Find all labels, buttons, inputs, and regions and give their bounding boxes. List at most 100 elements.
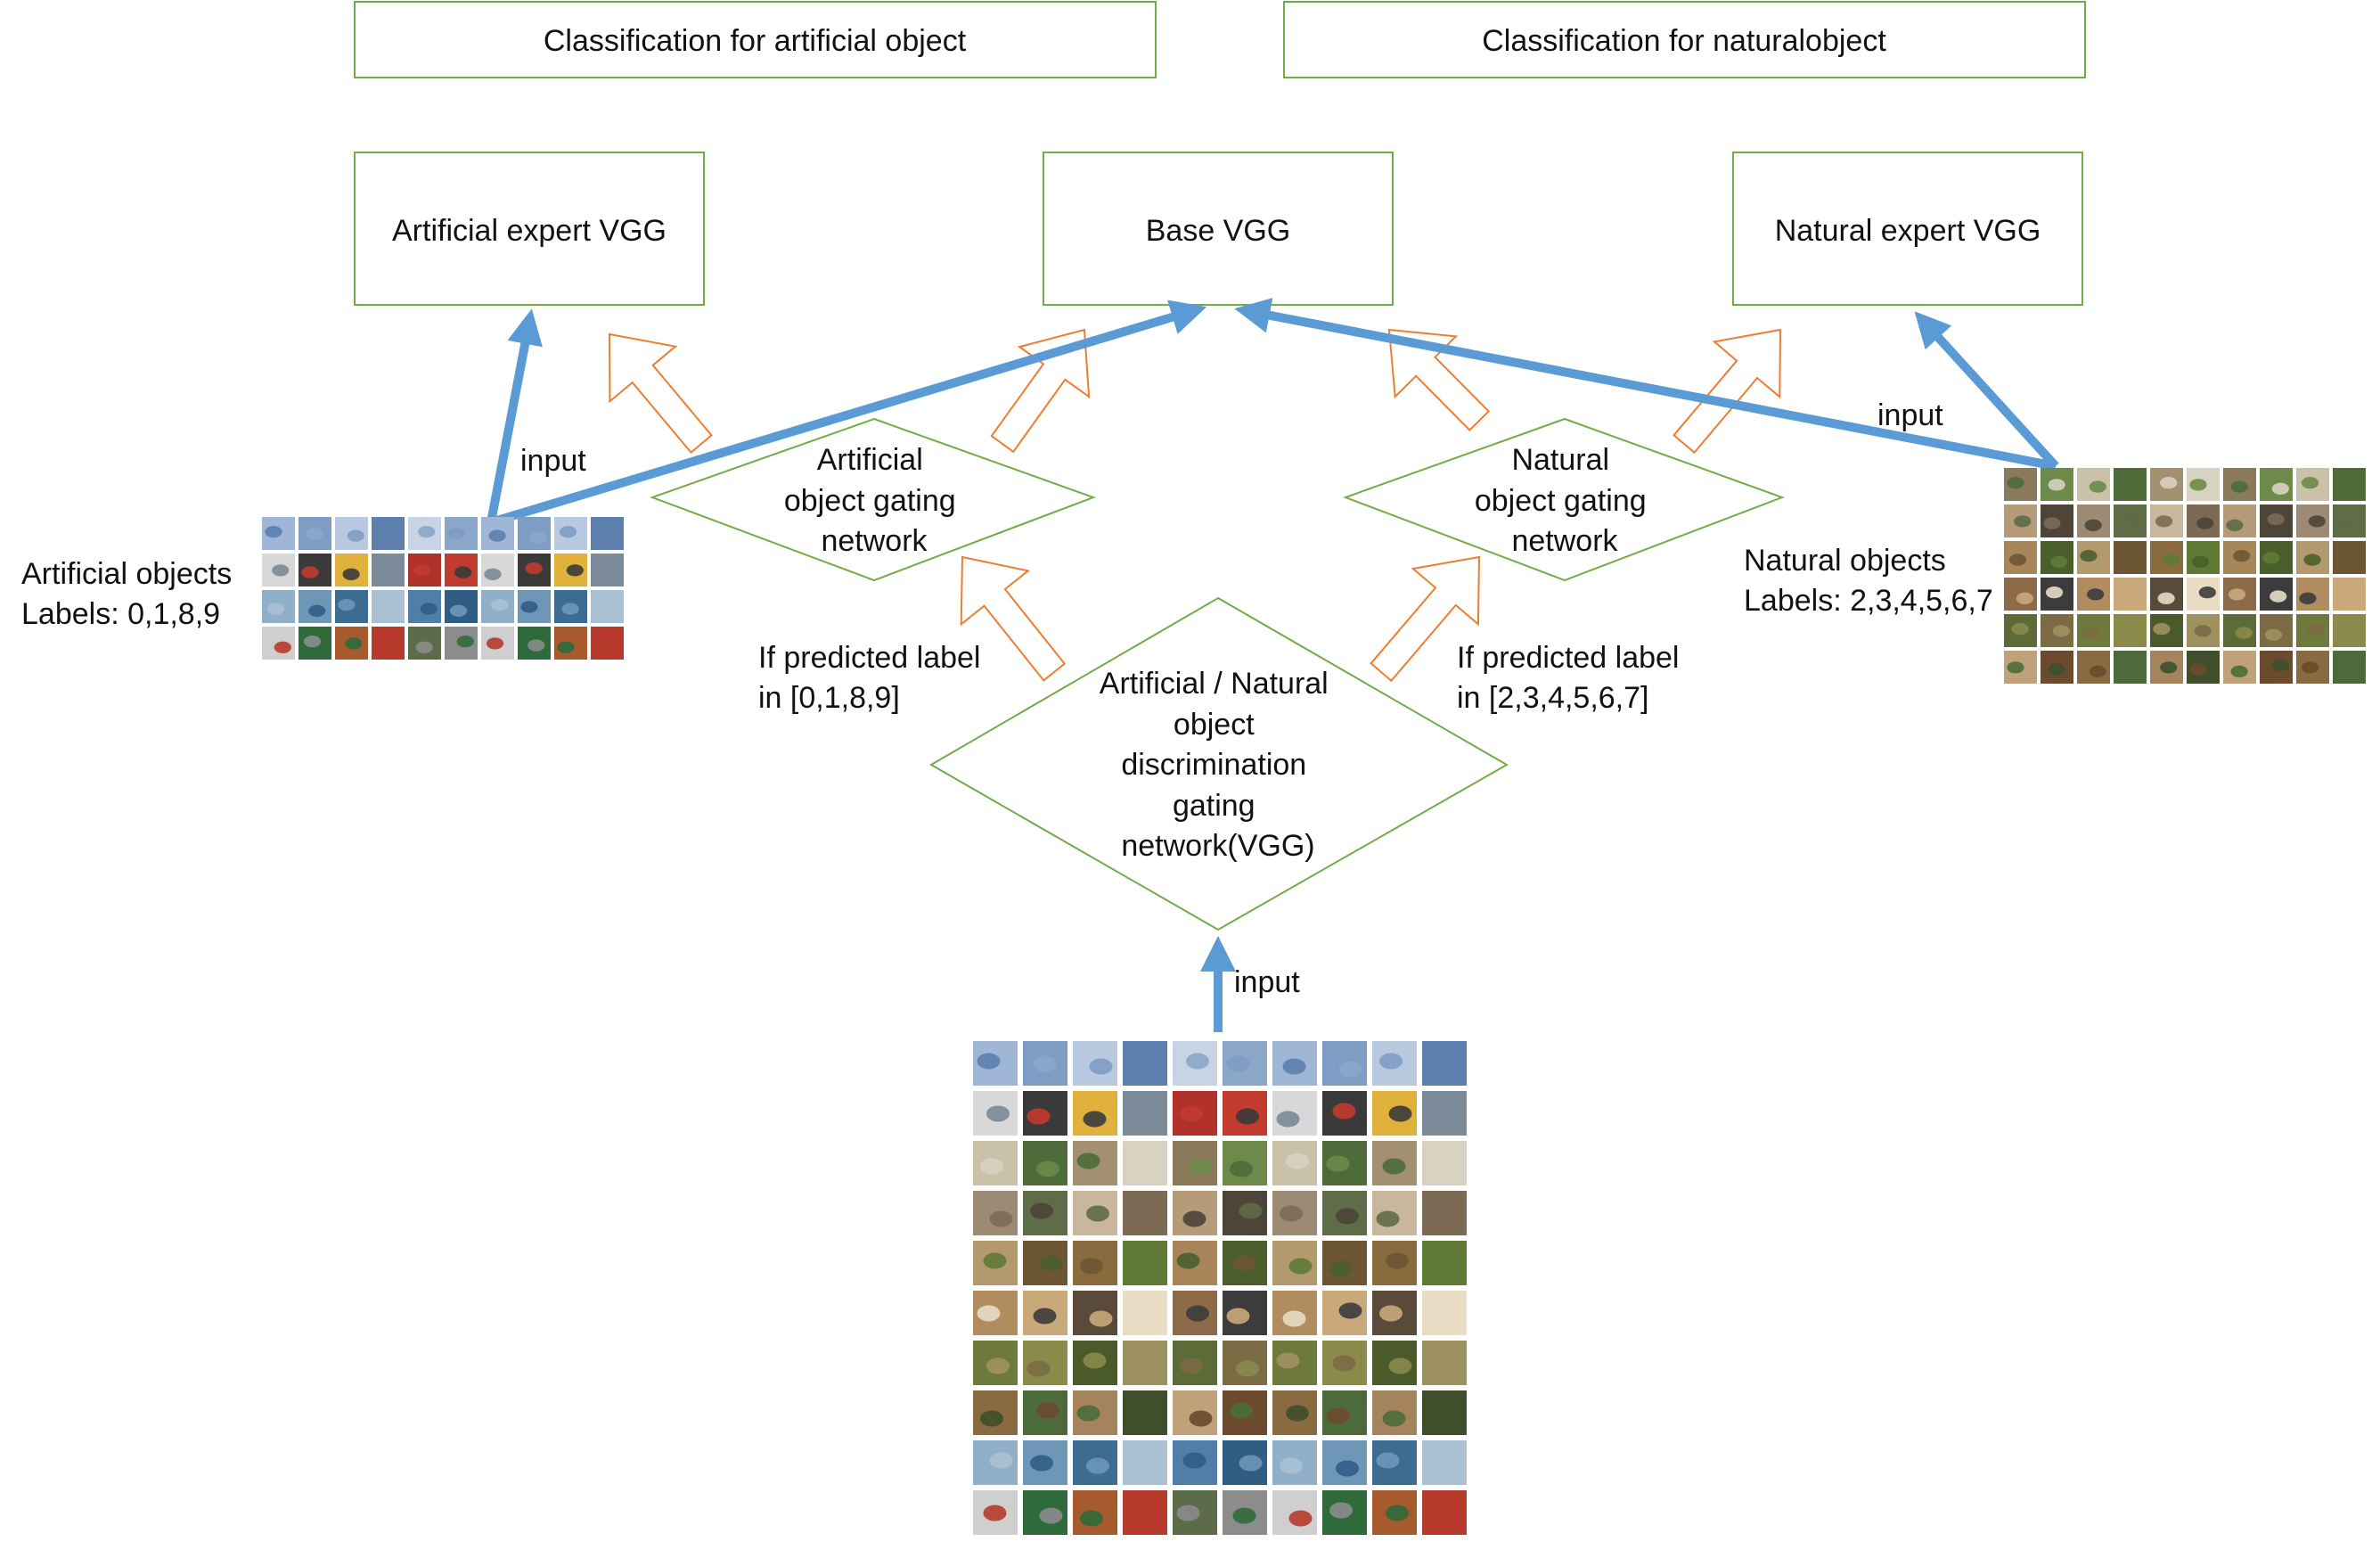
natural-thumbnail-object [2121,552,2139,564]
all-thumbnail-object [1133,1407,1157,1424]
all-thumbnail-object [1083,1111,1107,1128]
artificial-thumbnail-object [418,525,436,538]
all-thumbnail-object [989,1210,1013,1227]
all-thumbnail-object [1089,1058,1113,1075]
artificial-thumbnail-object [376,531,395,544]
natural-expert-box: Natural expert VGG [1732,152,2083,306]
natural-thumbnail-object [2162,554,2180,566]
natural-thumbnail-object [2118,482,2137,495]
all-thumbnail-object [1276,1352,1300,1369]
natural-classification-box: Classification for naturalobject [1283,1,2086,78]
all-thumbnail-object [1329,1502,1353,1519]
all-thumbnail-object [1388,1357,1412,1374]
artificial-thumbnail-object [379,601,397,613]
natural-thumbnail-object [2048,663,2065,676]
artificial-thumbnail-object [420,603,438,615]
artificial-thumbnail-object [525,562,543,575]
all-thumbnail-object [1026,1360,1051,1377]
natural-thumbnail-object [2089,480,2106,493]
natural-thumbnail-object [2308,515,2326,528]
all-thumbnail-object [1232,1255,1256,1272]
natural-thumbnail-object [2262,552,2280,564]
natural-thumbnail-object [2343,479,2360,491]
artificial-samples-grid [262,517,624,660]
artificial-thumbnail-object [306,528,323,540]
all-thumbnail-object [1189,1410,1213,1427]
artificial-to-expert-gate-arrow [608,332,713,455]
all-thumbnail-object [986,1357,1010,1374]
all-thumbnail-object [1376,1452,1400,1469]
natural-thumbnail-object [2048,479,2065,491]
all-thumbnail-object [1176,1252,1200,1269]
artificial-thumbnail-object [595,566,614,578]
artificial-classification-label: Classification for artificial object [544,24,967,58]
natural-thumbnail-object [2125,513,2143,526]
all-thumbnail-object [1182,1210,1206,1227]
natural-thumbnail-object [2198,586,2216,599]
natural-thumbnail-object [2264,628,2283,641]
all-thumbnail-object [1076,1152,1100,1169]
all-thumbnail-object [983,1505,1007,1521]
natural-gating-diamond: Natural object gating network [1343,417,1785,582]
all-thumbnail-object [1338,1302,1362,1319]
artificial-thumbnail-object [413,564,431,577]
all-thumbnail-object [1382,1158,1406,1175]
all-thumbnail-object [1130,1061,1153,1078]
all-thumbnail-object [1239,1455,1263,1472]
all-thumbnail-object [1036,1161,1059,1177]
natural-thumbnail-object [2157,592,2175,604]
artificial-thumbnail-object [265,525,282,538]
all-thumbnail-object [1026,1108,1051,1125]
all-thumbnail-object [1139,1103,1163,1120]
all-thumbnail-object [1180,1357,1203,1374]
all-thumbnail-object [1332,1355,1356,1372]
base-vgg-box: Base VGG [1043,152,1394,306]
artificial-thumbnail-object [342,568,360,580]
natural-classification-label: Classification for naturalobject [1482,24,1886,58]
natural-thumbnail-object [2045,586,2064,599]
artificial-thumbnail-object [303,635,322,648]
all-thumbnail-object [1282,1310,1306,1327]
natural-thumbnail-object [2230,480,2248,493]
natural-thumbnail-object [2340,586,2358,599]
natural-to-expert-gate-arrow [1673,328,1782,455]
all-thumbnail-object [1030,1202,1053,1219]
all-thumbnail-object [1180,1105,1203,1122]
artificial-thumbnail-object [484,568,502,580]
artificial-thumbnail-object [528,639,545,652]
natural-thumbnail-object [2233,549,2251,562]
natural-samples-grid [2004,468,2366,684]
all-thumbnail-object [1230,1402,1253,1419]
all-thumbnail-object [1033,1055,1057,1072]
all-thumbnail-object [1239,1202,1263,1219]
natural-thumbnail-object [2011,622,2029,636]
all-thumbnail-object [1388,1105,1412,1122]
all-thumbnail-object [1186,1305,1209,1322]
artificial-thumbnail-object [566,564,584,577]
all-thumbnail-object [1379,1053,1403,1070]
natural-thumbnail-object [2116,590,2134,603]
all-thumbnail-object [1435,1308,1459,1325]
artificial-thumbnail-object [374,639,392,652]
discrimination-to-natural-gate-arrow [1370,555,1481,683]
natural-condition-label: If predicted label in [2,3,4,5,6,7] [1457,641,1688,715]
natural-thumbnail-object [2230,665,2248,677]
all-thumbnail-object [1432,1202,1456,1219]
all-thumbnail-object [980,1158,1003,1175]
natural-thumbnail-object [2118,659,2137,672]
discrimination-to-artificial-gate-arrow [960,555,1067,682]
all-thumbnail-object [1288,1510,1313,1527]
artificial-thumbnail-object [272,564,290,577]
all-thumbnail-object [1435,1055,1459,1072]
all-thumbnail-object [1189,1158,1213,1175]
natural-thumbnail-object [2194,625,2212,637]
natural-thumbnail-object [2153,622,2171,636]
artificial-thumbnail-object [449,604,468,617]
all-thumbnail-object [1080,1258,1103,1275]
natural-thumbnail-object [2007,476,2024,489]
all-thumbnail-object [1438,1402,1462,1419]
all-thumbnail-object [1186,1053,1209,1070]
natural-thumbnail-object [2271,482,2289,495]
artificial-thumbnail-object [447,528,465,540]
all-thumbnail-object [1230,1161,1253,1177]
